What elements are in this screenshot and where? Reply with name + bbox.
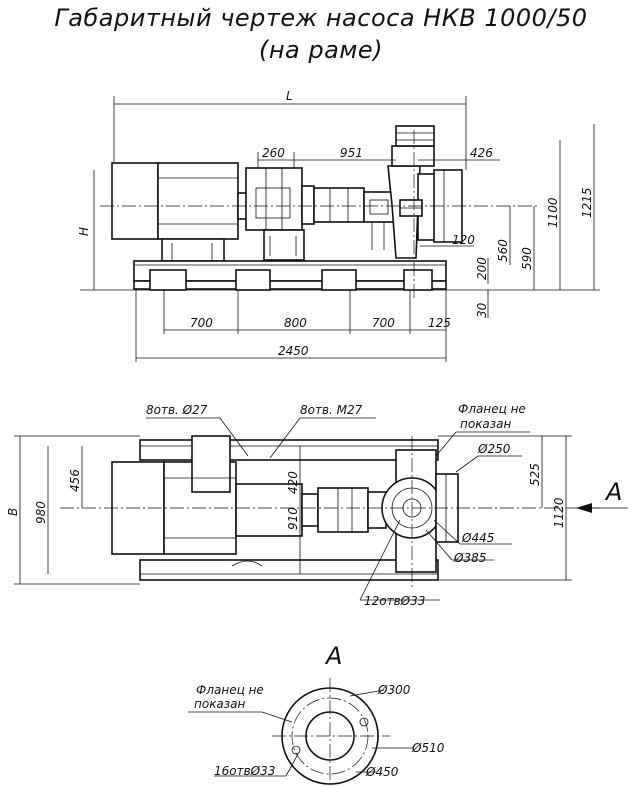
view-a-flange-note-line1: Фланец не: [196, 683, 264, 697]
view-a-d510: Ø510: [411, 741, 445, 755]
pump-upper-casing: [391, 145, 435, 167]
view-a-label: A: [324, 642, 342, 670]
dim-951: 951: [340, 146, 363, 160]
view-a-flange-note-line2: показан: [194, 697, 246, 711]
dim-910: 910: [286, 507, 300, 530]
dim-456: 456: [68, 469, 82, 492]
dim-700-left: 700: [190, 316, 213, 330]
callout-holes-27: 8отв. Ø27: [146, 403, 208, 417]
dim-980: 980: [34, 501, 48, 524]
view-arrow-label: A: [604, 478, 622, 506]
front-view: L 260 951 426 H 120 560 590 1100 1215 20…: [77, 89, 600, 362]
frame-rail-top: [139, 439, 439, 461]
bearing-housing: [313, 187, 365, 223]
dim-260: 260: [262, 146, 285, 160]
drawing-subtitle: (на раме): [258, 36, 384, 64]
dim-120: 120: [452, 233, 475, 247]
shaft-seal: [301, 185, 315, 225]
callout-d385: Ø385: [453, 551, 486, 565]
coupling-guard: [245, 167, 303, 231]
dim-125: 125: [428, 316, 451, 330]
dim-800: 800: [284, 316, 307, 330]
view-a-d300: Ø300: [377, 683, 411, 697]
dim-590: 590: [520, 247, 534, 270]
bearing-housing-top: [317, 487, 369, 533]
frame-rail-bottom: [139, 559, 439, 581]
motor-fan-cover: [111, 162, 159, 240]
view-a-d450: Ø450: [365, 765, 399, 779]
drawing-title: Габаритный чертеж насоса НКВ 1000/50: [54, 4, 588, 32]
plan-view: B 980 456 420 910 525 1120 8отв. Ø27 8от…: [6, 402, 628, 608]
dim-1215: 1215: [580, 187, 594, 218]
callout-d250: Ø250: [477, 442, 511, 456]
coupling-stand: [263, 229, 305, 261]
dim-560: 560: [496, 239, 510, 262]
view-a-holes-33: 16отвØ33: [214, 764, 275, 778]
dim-2450: 2450: [278, 344, 309, 358]
callout-holes-m27: 8отв. М27: [300, 403, 363, 417]
dim-700-right: 700: [372, 316, 395, 330]
view-a: A Фланец не показан Ø300 Ø510 Ø450 16отв…: [188, 642, 445, 787]
dim-200: 200: [475, 257, 489, 280]
view-a-arrow: [576, 503, 592, 513]
dim-L: L: [286, 89, 293, 103]
dim-B: B: [6, 508, 20, 516]
dim-525: 525: [528, 463, 542, 486]
callout-flange-note-line2: показан: [460, 417, 512, 431]
motor-body: [157, 162, 239, 240]
callout-holes-33: 12отвØ33: [364, 594, 425, 608]
dim-1100: 1100: [546, 197, 560, 228]
callout-flange-note-line1: Фланец не: [458, 402, 526, 416]
dim-420: 420: [286, 471, 300, 494]
terminal-box: [191, 435, 231, 493]
motor-feet: [161, 238, 225, 262]
discharge-flange: [395, 125, 435, 147]
dim-30: 30: [475, 302, 489, 318]
callout-d445: Ø445: [461, 531, 494, 545]
dim-1120: 1120: [552, 497, 566, 528]
dim-426: 426: [470, 146, 493, 160]
dim-H: H: [77, 227, 91, 236]
